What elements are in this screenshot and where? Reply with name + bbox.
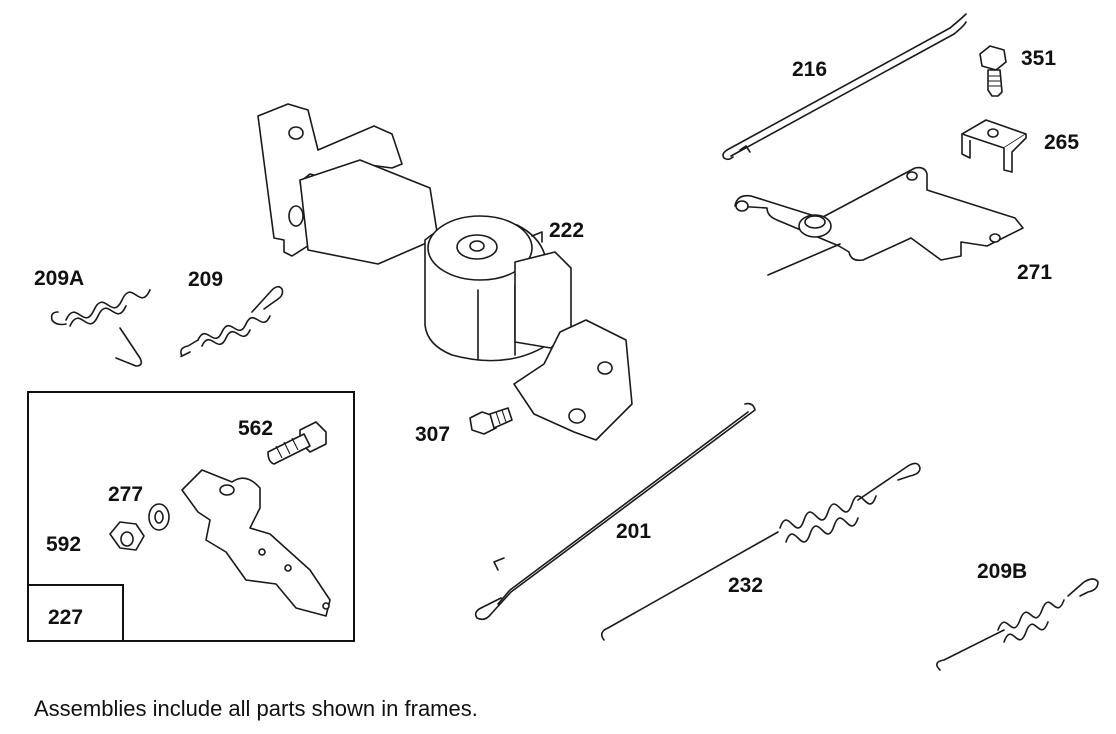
screw-307 [469, 407, 513, 435]
washer-277 [148, 503, 170, 531]
spring-209 [180, 285, 284, 358]
clip-265 [961, 119, 1027, 173]
control-plate-assembly-222 [257, 103, 633, 441]
rod-201 [474, 402, 756, 621]
label-265: 265 [1044, 131, 1080, 154]
spring-232 [600, 462, 921, 641]
label-216: 216 [792, 58, 828, 81]
label-222: 222 [549, 219, 585, 242]
label-201: 201 [616, 520, 652, 543]
assembly-frame-227 [27, 391, 355, 642]
label-562: 562 [238, 417, 274, 440]
spring-209A [50, 289, 151, 367]
nut-592 [109, 521, 145, 551]
bracket-271 [734, 166, 1024, 276]
spring-209B [936, 578, 1099, 671]
label-271: 271 [1017, 261, 1053, 284]
label-209B: 209B [977, 560, 1028, 583]
label-351: 351 [1021, 47, 1057, 70]
bolt-562 [267, 421, 327, 465]
label-592: 592 [46, 533, 82, 556]
lever-227 [181, 469, 331, 617]
screw-351 [979, 45, 1007, 97]
label-307: 307 [415, 423, 451, 446]
label-232: 232 [728, 574, 764, 597]
assembly-footnote: Assemblies include all parts shown in fr… [34, 696, 478, 721]
label-277: 277 [108, 483, 144, 506]
rod-216 [722, 13, 967, 161]
label-227: 227 [48, 606, 84, 629]
label-209: 209 [188, 268, 224, 291]
label-209A: 209A [34, 267, 85, 290]
